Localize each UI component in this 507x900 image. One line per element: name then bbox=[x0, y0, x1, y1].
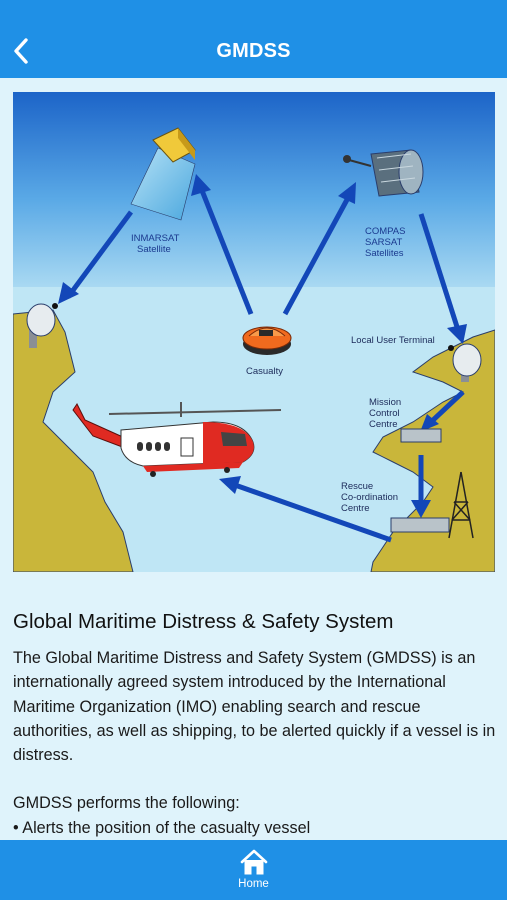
casualty-label: Casualty bbox=[246, 366, 283, 377]
rcc-label-3: Centre bbox=[341, 503, 370, 514]
inmarsat-label-1: INMARSAT bbox=[131, 233, 180, 244]
signal-arrows bbox=[58, 174, 467, 543]
intro-paragraph: The Global Maritime Distress and Safety … bbox=[13, 649, 496, 765]
compas-sarsat-satellite bbox=[343, 149, 424, 197]
chevron-left-icon bbox=[14, 38, 28, 64]
back-button[interactable] bbox=[6, 34, 36, 68]
sky bbox=[13, 92, 495, 287]
rcc-label-1: Rescue bbox=[341, 481, 373, 492]
left-coast bbox=[13, 309, 134, 572]
lut-label: Local User Terminal bbox=[351, 335, 435, 346]
nav-header: GMDSS bbox=[0, 0, 507, 78]
inmarsat-satellite bbox=[130, 127, 196, 221]
section-title: Global Maritime Distress & Safety System bbox=[13, 610, 394, 633]
rcc-label-2: Co-ordination bbox=[341, 492, 398, 503]
radio-mast bbox=[448, 471, 474, 539]
mcc-building bbox=[400, 428, 442, 443]
mcc-label-2: Control bbox=[369, 408, 400, 419]
compas-label-3: Satellites bbox=[365, 248, 404, 259]
casualty-liferaft bbox=[242, 326, 292, 355]
home-tab-label: Home bbox=[238, 878, 269, 890]
rescue-helicopter bbox=[72, 402, 282, 477]
mcc-label-1: Mission bbox=[369, 397, 401, 408]
inmarsat-label-2: Satellite bbox=[137, 244, 171, 255]
right-dish-antenna bbox=[448, 343, 482, 382]
page-title: GMDSS bbox=[216, 40, 291, 62]
bottom-tab-bar: Home bbox=[0, 840, 507, 900]
compas-label-1: COMPAS bbox=[365, 226, 405, 237]
compas-label-2: SARSAT bbox=[365, 237, 403, 248]
gmdss-diagram-illustration: INMARSAT Satellite COMPAS SARSAT Satelli… bbox=[13, 92, 495, 572]
mcc-label-3: Centre bbox=[369, 419, 398, 430]
right-coast bbox=[370, 329, 495, 572]
rcc-building bbox=[390, 517, 450, 533]
home-icon bbox=[240, 849, 267, 875]
gmdss-diagram: INMARSAT Satellite COMPAS SARSAT Satelli… bbox=[13, 92, 495, 572]
performs-heading: GMDSS performs the following: bbox=[13, 794, 240, 813]
list-item: • Alerts the position of the casualty ve… bbox=[13, 818, 311, 837]
left-dish-antenna bbox=[26, 303, 58, 348]
article-content: Global Maritime Distress & Safety System… bbox=[13, 608, 497, 840]
tab-home[interactable]: Home bbox=[238, 848, 269, 890]
